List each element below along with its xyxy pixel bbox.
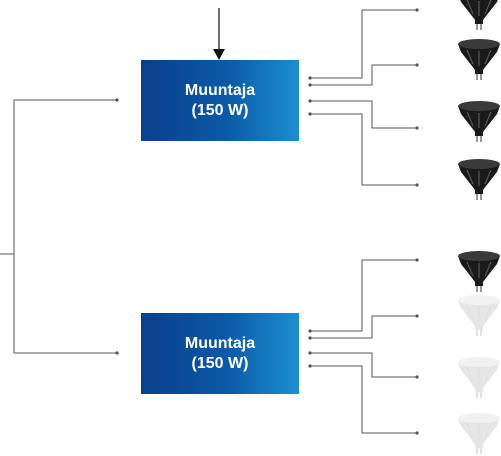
transformer-2-name: Muuntaja [184,334,256,352]
lamps [458,0,500,454]
lamp-icon [458,413,500,454]
transformer-1-output-nodes [308,8,419,187]
lamp-icon [458,357,500,398]
transformer-2-outputs [310,259,417,434]
transformer-2-power: (150 W) [191,354,249,372]
supply-bracket [0,99,117,354]
lamp-icon [458,101,500,142]
lamp-icon [458,39,500,80]
transformer-1-box: Muuntaja (150 W) [141,60,299,141]
lamp-icon [458,251,500,292]
supply-node-top [115,98,119,102]
input-arrow [213,8,225,60]
lamp-icon [460,0,498,30]
transformer-1-power: (150 W) [191,101,249,119]
transformer-2-box: Muuntaja (150 W) [141,313,299,394]
lamp-icon [458,159,500,200]
transformer-1-name: Muuntaja [184,81,256,99]
supply-node-bottom [115,351,119,355]
transformer-2-output-nodes [308,258,419,435]
transformer-1-outputs [310,9,417,186]
lamp-icon [458,295,500,336]
